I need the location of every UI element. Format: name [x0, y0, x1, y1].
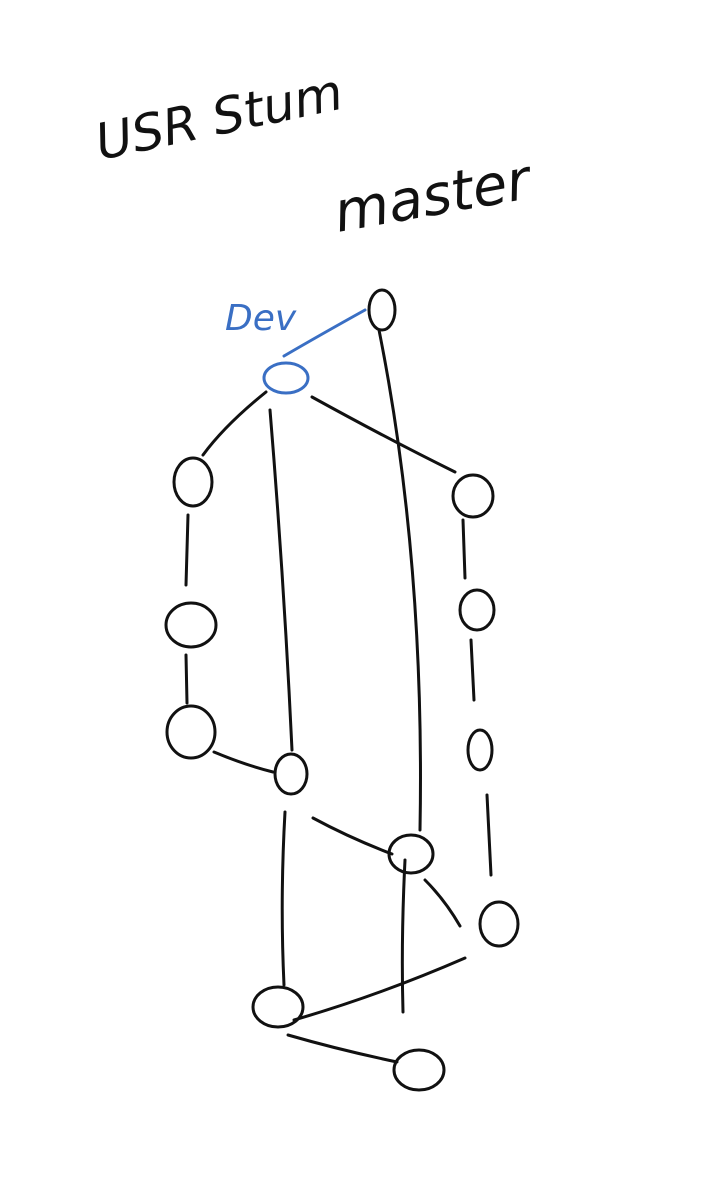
edge-mergedev-mergemaster: [311, 816, 394, 856]
edge-right2-right3: [469, 638, 476, 702]
edge-left2-left3: [184, 653, 189, 705]
edge-dev-left1: [201, 390, 268, 457]
commit-node-bottom-merge: [251, 985, 305, 1029]
commit-node-right-1: [451, 473, 495, 519]
commit-node-merge-dev: [273, 752, 309, 796]
master-branch-label: master: [329, 147, 538, 246]
edge-master-dev: [282, 308, 367, 358]
commit-node-left-1: [172, 456, 214, 508]
edge-right1-right2: [461, 518, 467, 580]
commit-node-right-2: [458, 588, 496, 632]
dev-branch-label: Dev: [225, 298, 297, 339]
edge-right3-right4: [485, 793, 493, 877]
commit-node-left-2: [164, 601, 218, 649]
edge-dev-mergedev: [268, 408, 294, 752]
commit-edges: [184, 328, 493, 1064]
edge-master-mergemaster: [377, 328, 422, 832]
edge-mergemaster-right4: [423, 878, 462, 928]
commit-node-bottom-end: [392, 1048, 446, 1092]
commit-nodes: [164, 288, 520, 1092]
edge-dev-right1: [310, 395, 457, 474]
handwritten-title: USR Stum: [90, 63, 347, 172]
commit-node-right-4: [478, 900, 520, 948]
commit-node-left-3: [165, 704, 217, 760]
edge-left1-left2: [184, 513, 190, 587]
commit-node-right-3: [466, 728, 494, 772]
commit-node-master-head: [367, 288, 397, 332]
commit-node-merge-master: [387, 833, 435, 875]
edge-left3-mergedev: [212, 750, 275, 774]
edge-right4-bottommerge: [292, 956, 467, 1022]
edge-bottommerge-bottomend: [286, 1033, 399, 1064]
commit-node-dev-head: [262, 361, 310, 395]
edge-mergemaster-bottom: [400, 858, 407, 1014]
edge-mergedev-bottommerge: [280, 810, 287, 987]
